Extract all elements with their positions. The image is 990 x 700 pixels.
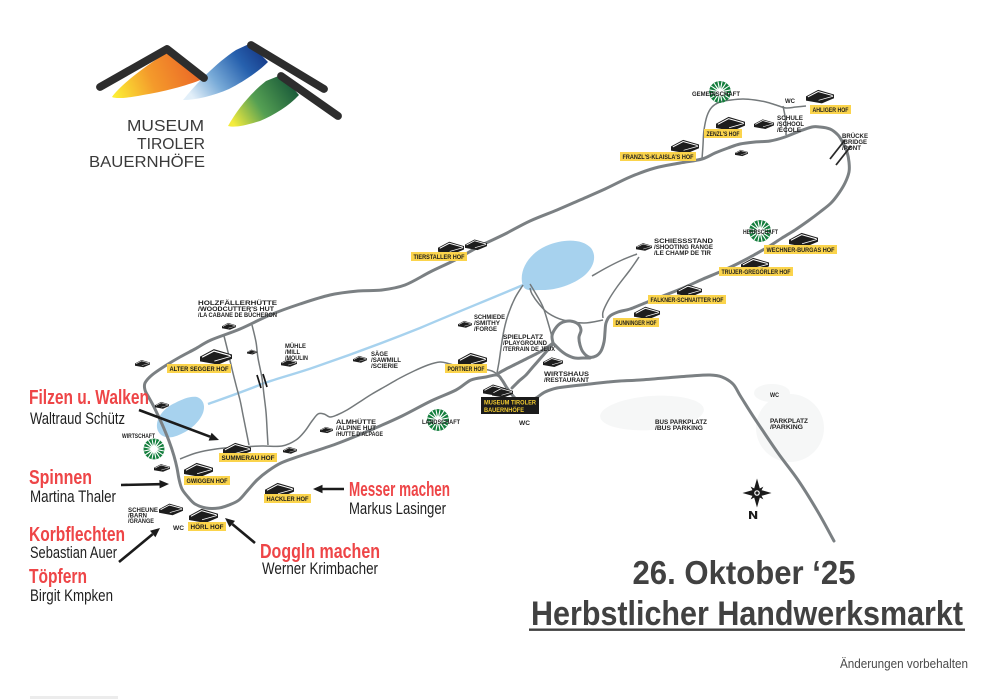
svg-text:Birgit Kmpken: Birgit Kmpken [30,587,113,605]
svg-text:Martina Thaler: Martina Thaler [30,488,116,506]
svg-text:SUMMERAU HOF: SUMMERAU HOF [222,455,275,462]
svg-text:Spinnen: Spinnen [29,467,92,489]
svg-text:WC: WC [785,98,795,105]
svg-text:Töpfern: Töpfern [29,566,87,588]
svg-text:BAUERNHÖFE: BAUERNHÖFE [484,407,524,414]
svg-text:/MOULIN: /MOULIN [285,355,308,362]
svg-text:SCHEUNE: SCHEUNE [128,507,158,514]
svg-text:GWIGGEN HOF: GWIGGEN HOF [187,478,228,485]
svg-text:AHLIGER HOF: AHLIGER HOF [813,107,849,114]
svg-text:FRANZL'S-KLAISLA'S HOF: FRANZL'S-KLAISLA'S HOF [623,154,694,161]
svg-text:/ALPINE HUT: /ALPINE HUT [336,425,376,432]
svg-text:/GRANGE: /GRANGE [128,518,154,525]
svg-text:SCHIESSSTAND: SCHIESSSTAND [654,238,714,245]
svg-text:WC: WC [519,420,530,427]
svg-text:MUSEUM: MUSEUM [127,118,204,135]
svg-text:TRUJER-GREGÖRLER HOF: TRUJER-GREGÖRLER HOF [722,269,791,276]
svg-text:GEMEINSCHAFT: GEMEINSCHAFT [692,91,740,98]
svg-text:TIROLER: TIROLER [137,136,205,153]
svg-text:/SAWMILL: /SAWMILL [371,357,401,364]
svg-text:HÖRL HOF: HÖRL HOF [191,524,224,531]
svg-text:SCHMIEDE: SCHMIEDE [474,314,505,321]
svg-text:Doggln machen: Doggln machen [260,541,380,563]
svg-text:/HUTTE D'ALPAGE: /HUTTE D'ALPAGE [336,431,383,438]
svg-text:Filzen u. Walken: Filzen u. Walken [29,387,149,409]
svg-text:/ÉCOLE: /ÉCOLE [777,125,801,134]
svg-text:BRÜCKE: BRÜCKE [842,131,868,140]
svg-text:/WOODCUTTER'S HUT: /WOODCUTTER'S HUT [198,306,274,313]
svg-text:PARKPLATZ: PARKPLATZ [770,418,808,425]
svg-text:ALTER SEGGER HOF: ALTER SEGGER HOF [170,366,229,373]
svg-text:LANDSCHAFT: LANDSCHAFT [422,419,460,426]
svg-text:WC: WC [173,525,184,532]
svg-text:Sebastian Auer: Sebastian Auer [30,544,117,562]
svg-text:Waltraud Schütz: Waltraud Schütz [30,410,125,428]
svg-text:/LA CABANE DE BÛCHERON: /LA CABANE DE BÛCHERON [198,310,277,319]
svg-text:/SMITHY: /SMITHY [474,320,501,327]
svg-text:/PONT: /PONT [842,145,861,152]
svg-text:Markus Lasinger: Markus Lasinger [349,500,446,518]
svg-text:ALMHÜTTE: ALMHÜTTE [336,417,376,426]
svg-text:Werner Krimbacher: Werner Krimbacher [262,560,378,578]
svg-text:PORTNER HOF: PORTNER HOF [448,366,485,373]
svg-text:SCHULE: SCHULE [777,115,803,122]
svg-text:/BRIDGE: /BRIDGE [842,139,867,146]
svg-text:DUNNINGER HOF: DUNNINGER HOF [616,320,657,327]
svg-text:Messer machen: Messer machen [349,479,450,501]
svg-text:FALKNER-SCHNAITTER HOF: FALKNER-SCHNAITTER HOF [651,297,724,304]
svg-text:MUSEUM TIROLER: MUSEUM TIROLER [484,400,536,407]
svg-text:Herbstlicher Handwerksmarkt: Herbstlicher Handwerksmarkt [531,595,963,633]
svg-text:WIRTSCHAFT: WIRTSCHAFT [122,433,155,440]
svg-text:/BUS PARKING: /BUS PARKING [655,425,703,432]
svg-text:/PLAYGROUND: /PLAYGROUND [503,340,547,347]
svg-text:HOLZFÄLLERHÜTTE: HOLZFÄLLERHÜTTE [198,298,277,307]
svg-text:BAUERNHÖFE: BAUERNHÖFE [89,153,205,171]
svg-text:ZENZL'S HOF: ZENZL'S HOF [707,131,740,138]
svg-text:/SCIERIE: /SCIERIE [371,363,398,370]
svg-text:WIRTSHAUS: WIRTSHAUS [544,371,589,378]
svg-text:WC: WC [770,392,779,399]
svg-text:WECHNER-BURGAS HOF: WECHNER-BURGAS HOF [767,247,835,254]
svg-text:HACKLER HOF: HACKLER HOF [267,496,309,503]
svg-text:/LE CHAMP DE TIR: /LE CHAMP DE TIR [654,250,711,257]
svg-text:/SCHOOL: /SCHOOL [777,121,804,128]
svg-text:SPIELPLATZ: SPIELPLATZ [503,334,543,341]
svg-text:HERRSCHAFT: HERRSCHAFT [743,229,778,236]
svg-text:TIERSTALLER HOF: TIERSTALLER HOF [414,254,465,261]
svg-text:SÄGE: SÄGE [371,350,388,358]
svg-text:/RESTAURANT: /RESTAURANT [544,377,589,384]
svg-text:/PARKING: /PARKING [770,424,803,431]
svg-text:Korbflechten: Korbflechten [29,524,125,546]
svg-text:MÜHLE: MÜHLE [285,341,306,350]
svg-text:/BARN: /BARN [128,513,147,520]
svg-text:/MILL: /MILL [285,349,300,356]
svg-text:/SHOOTING RANGE: /SHOOTING RANGE [654,244,713,251]
svg-text:Änderungen vorbehalten: Änderungen vorbehalten [840,657,968,671]
svg-text:26. Oktober ‘25: 26. Oktober ‘25 [633,554,856,591]
svg-text:/TERRAIN DE JEUX: /TERRAIN DE JEUX [503,346,556,353]
svg-text:BUS PARKPLATZ: BUS PARKPLATZ [655,419,707,426]
svg-text:/FORGE: /FORGE [474,326,497,333]
